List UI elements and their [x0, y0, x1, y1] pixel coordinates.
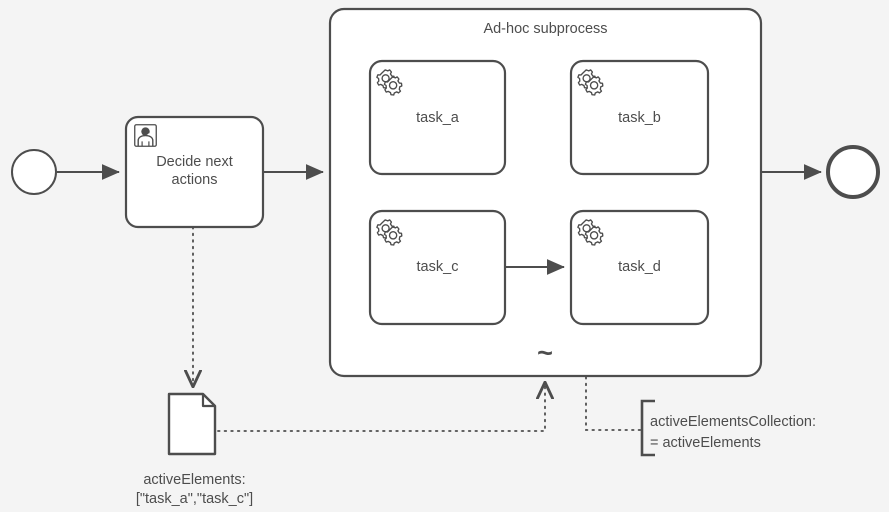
gear-icon [577, 219, 604, 246]
user-icon [134, 124, 157, 147]
start-event[interactable] [11, 149, 57, 195]
data-association-dataobject-to-subprocess[interactable] [217, 383, 545, 432]
text-annotation-bracket [640, 399, 655, 457]
gear-icon [376, 219, 403, 246]
end-event[interactable] [826, 145, 880, 199]
gear-icon [577, 69, 604, 96]
service-task-task_b[interactable] [569, 59, 710, 176]
association-subprocess-to-annotation[interactable] [585, 376, 642, 431]
service-task-task_c[interactable] [368, 209, 507, 326]
data-object-icon[interactable] [167, 392, 217, 456]
service-task-task_d[interactable] [569, 209, 710, 326]
gear-icon [376, 69, 403, 96]
service-task-task_a[interactable] [368, 59, 507, 176]
